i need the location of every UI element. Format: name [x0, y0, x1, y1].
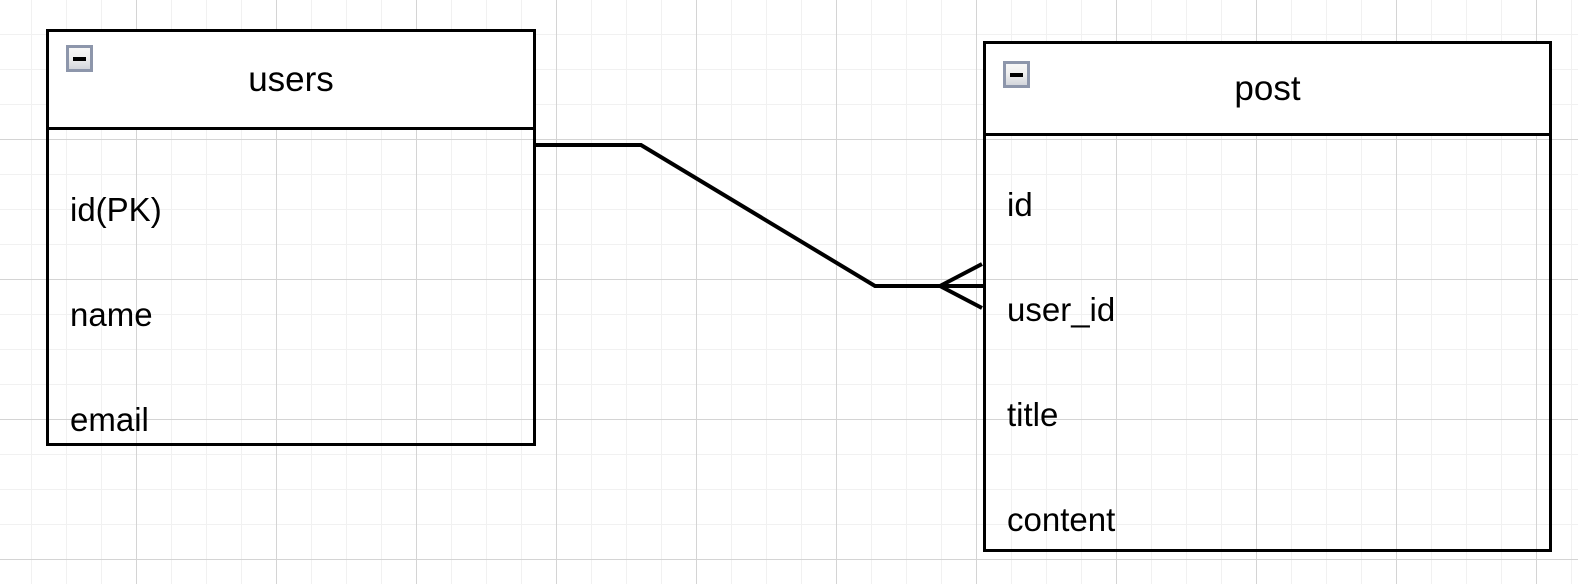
attribute-label: title: [1007, 396, 1059, 433]
entity-title-users: users: [248, 60, 334, 99]
attribute-row[interactable]: email: [49, 367, 533, 472]
attribute-row[interactable]: user_id: [986, 257, 1549, 362]
collapse-minus-icon[interactable]: [1003, 61, 1030, 88]
attribute-row[interactable]: name: [49, 262, 533, 367]
entity-table-users[interactable]: users id(PK) name email: [46, 29, 536, 446]
relationship-line-users-post: [536, 143, 983, 288]
attribute-row[interactable]: title: [986, 362, 1549, 467]
attribute-label: content: [1007, 501, 1116, 538]
attribute-label: id(PK): [70, 191, 162, 228]
entity-body-post: id user_id title content: [986, 136, 1549, 549]
entity-body-users: id(PK) name email: [49, 130, 533, 443]
attribute-label: name: [70, 296, 153, 333]
entity-header-users: users: [49, 32, 533, 130]
attribute-label: email: [70, 401, 149, 438]
entity-title-post: post: [1234, 69, 1301, 108]
attribute-label: user_id: [1007, 291, 1116, 328]
attribute-row[interactable]: id: [986, 152, 1549, 257]
entity-header-post: post: [986, 44, 1549, 136]
attribute-row[interactable]: id(PK): [49, 157, 533, 262]
crows-foot-many-icon: [939, 262, 983, 310]
entity-table-post[interactable]: post id user_id title content: [983, 41, 1552, 552]
collapse-minus-icon[interactable]: [66, 45, 93, 72]
attribute-row[interactable]: content: [986, 467, 1549, 572]
minus-bar: [1010, 72, 1023, 77]
minus-bar: [73, 56, 86, 61]
attribute-label: id: [1007, 186, 1033, 223]
